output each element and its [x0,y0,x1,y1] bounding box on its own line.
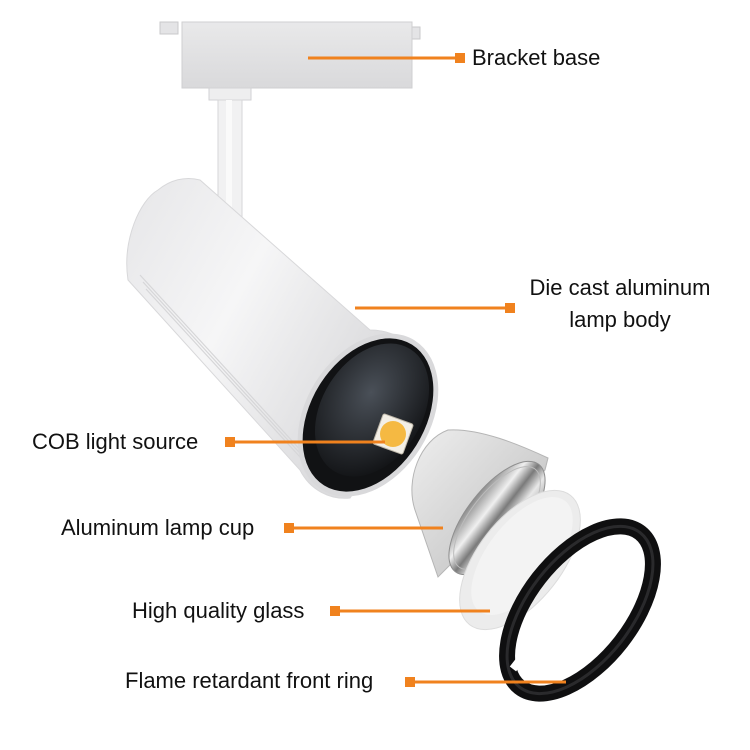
cob-chip-shape [372,413,414,455]
label-cob-light-source: COB light source [32,429,199,454]
label-lamp-body-line1: Die cast aluminum [529,275,711,300]
label-high-quality-glass: High quality glass [132,598,305,623]
leader-lines [225,53,566,687]
bracket-base-shape [159,21,421,219]
label-aluminum-lamp-cup: Aluminum lamp cup [61,515,255,540]
label-lamp-body: Die cast aluminum lamp body [520,274,720,334]
label-lamp-body-line2: lamp body [569,307,671,332]
front-ring-shape [499,518,661,702]
label-front-ring: Flame retardant front ring [125,668,374,693]
label-bracket-base: Bracket base [472,45,601,70]
glass-disc-shape [459,489,581,631]
